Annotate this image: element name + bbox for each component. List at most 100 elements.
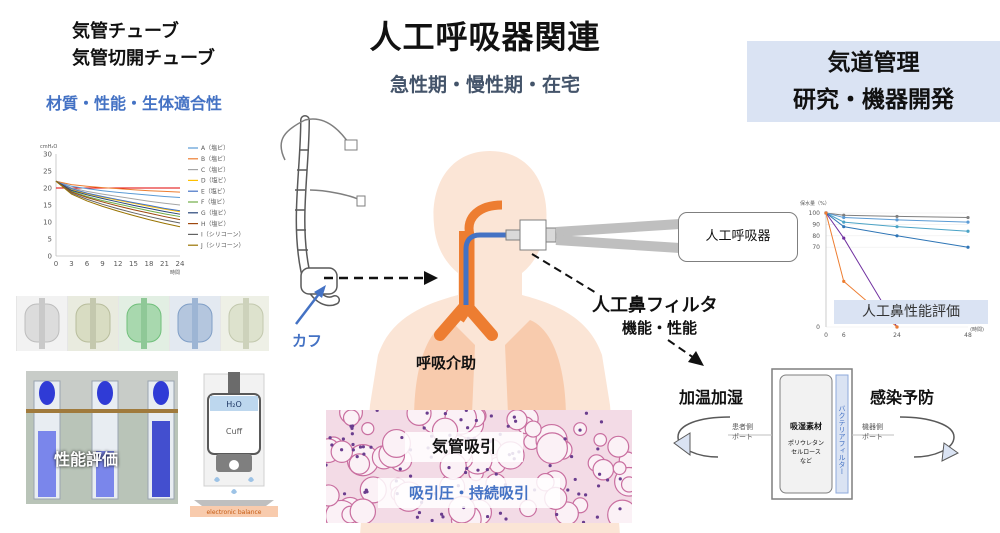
cell-nucleus <box>563 437 567 441</box>
cell-nucleus <box>504 517 508 521</box>
hygro-line-1: ポリウレタン <box>788 439 824 447</box>
cell-nucleus <box>408 474 413 478</box>
alveolus <box>607 435 630 458</box>
cuff-leak-apparatus: H₂O Cuff electronic balance <box>190 372 278 517</box>
expiratory-hose <box>555 235 681 253</box>
hygro-line-3: など <box>800 457 812 465</box>
cell-nucleus <box>342 492 347 496</box>
humidity-chart-point <box>842 220 846 224</box>
cuff-legend-label: C（塩ビ） <box>201 166 229 174</box>
cell-nucleus <box>441 515 445 519</box>
nose-filter-label: 人工鼻フィルタ <box>592 295 718 316</box>
cuff-chart-line-6 <box>55 180 181 215</box>
cuff-legend-label: A（塩ビ） <box>201 144 229 152</box>
humidity-chart-ytick: 90 <box>812 221 820 228</box>
cell-nucleus <box>494 472 498 476</box>
tube-section-title: 気管チューブ 気管切開チューブ <box>72 18 215 72</box>
airway-box-line2: 研究・機器開発 <box>793 87 954 113</box>
airway-management-box <box>747 41 1000 122</box>
cuff-photo-2 <box>68 296 118 351</box>
cuff-photo-5 <box>221 296 269 351</box>
humidity-chart-point <box>842 215 846 220</box>
humidity-chart-point <box>824 211 828 215</box>
humidity-chart-point <box>895 234 899 238</box>
performance-eval-photo <box>26 371 178 504</box>
cell-nucleus <box>465 426 470 430</box>
filter-dashed-arrow <box>531 253 704 366</box>
cuff-photo-3 <box>119 296 169 351</box>
cuff-legend-label: B（塩ビ） <box>201 155 229 163</box>
device-port-label-1: 機器側 <box>862 422 883 431</box>
cell-nucleus <box>326 463 328 467</box>
alveolus <box>349 498 377 523</box>
nose-filter-device <box>519 219 547 251</box>
humidity-chart-point <box>842 279 846 283</box>
cell-nucleus <box>596 484 601 488</box>
cell-nucleus <box>364 488 368 492</box>
cuff-chart-xtick: 18 <box>145 260 154 268</box>
alveolus <box>361 421 375 436</box>
cell-nucleus <box>464 470 468 475</box>
device-port-label-2: ポート <box>862 433 883 441</box>
cell-nucleus <box>476 468 480 472</box>
humidity-chart-point <box>842 236 846 240</box>
cell-nucleus <box>506 424 510 428</box>
humidity-chart-line-1 <box>825 212 969 223</box>
airflow-arrow-left-icon <box>673 432 691 456</box>
humidity-chart-xlabel: (時間) <box>970 327 984 333</box>
cell-nucleus <box>581 520 586 523</box>
cell-nucleus <box>328 436 332 440</box>
humidity-chart-line-3 <box>825 212 969 248</box>
cuff-photo-1 <box>17 296 67 351</box>
cell-nucleus <box>618 507 622 511</box>
cuff-label: カフ <box>292 332 323 350</box>
cuff-chart-ytick: 10 <box>43 219 52 227</box>
humidity-chart-point <box>895 225 899 229</box>
alveolus <box>612 461 627 476</box>
page-subtitle: 急性期・慢性期・在宅 <box>389 74 580 96</box>
cuff-chart-xtick: 21 <box>160 260 169 268</box>
cell-nucleus <box>606 478 610 482</box>
cell-nucleus <box>358 445 363 449</box>
tube-title-line1: 気管チューブ <box>72 21 179 42</box>
cuff-chart-line-9 <box>55 180 181 228</box>
cell-nucleus <box>375 410 379 412</box>
cuff-chart-xtick: 24 <box>176 260 185 268</box>
cuff-legend-label: E（塩ビ） <box>201 187 229 195</box>
cell-nucleus <box>548 464 552 468</box>
humidity-chart-point <box>842 213 846 217</box>
humidity-chart-point <box>895 214 899 219</box>
humidity-chart-point <box>895 218 899 222</box>
cuff-chart-xtick: 12 <box>114 260 123 268</box>
humidity-chart-ytick: 0 <box>816 324 820 331</box>
cell-nucleus <box>578 428 582 432</box>
cell-nucleus <box>422 426 426 430</box>
cell-nucleus <box>577 492 581 496</box>
cuff-chart-xtick: 6 <box>85 260 90 268</box>
cell-nucleus <box>341 437 345 441</box>
alveolus <box>348 453 371 475</box>
cell-nucleus <box>351 442 355 447</box>
endotracheal-tube-illustration <box>280 115 366 307</box>
alveolus <box>326 484 340 507</box>
cuff-chart-series <box>55 180 181 228</box>
tube-title-line2: 気管切開チューブ <box>72 48 215 69</box>
humidity-chart-xtick: 48 <box>964 332 972 339</box>
tube-section-subtitle: 材質・性能・生体適合性 <box>46 94 223 113</box>
filter-structure-diagram: 患者側 ポート 機器側 ポート 吸湿素材 ポリウレタン セルロース など バクテ… <box>673 368 959 500</box>
cuff-legend-label: H（塩ビ） <box>201 220 230 228</box>
cell-nucleus <box>513 419 518 423</box>
humidity-chart-point <box>966 245 970 249</box>
cuff-chart-xlabel: 時間 <box>170 270 180 276</box>
ventilator-box: 人工呼吸器 <box>678 212 798 262</box>
humidity-chart-xtick: 0 <box>824 332 828 339</box>
cell-nucleus <box>330 443 334 447</box>
cuff-chart-line-4 <box>55 180 181 212</box>
cuff-legend-label: G（塩ビ） <box>201 209 230 217</box>
airway-box-line1: 気道管理 <box>827 50 920 76</box>
cuff-text: Cuff <box>226 427 243 436</box>
cuff-chart-line-8 <box>55 180 181 224</box>
cuff-chart-line-7 <box>55 180 181 221</box>
cuff-chart-ytick: 5 <box>48 236 52 244</box>
water-drop-icon <box>248 477 254 482</box>
